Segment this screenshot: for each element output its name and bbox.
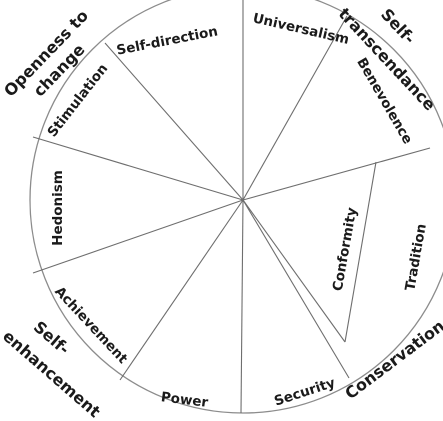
sector-dividers — [32, 0, 431, 414]
outer-circle — [29, 0, 443, 414]
divider-hedonism-stimulation — [32, 136, 244, 201]
divider-tradition-security — [242, 199, 350, 379]
divider-achievement-hedonism — [32, 199, 244, 274]
divider-power-achievement — [119, 199, 244, 381]
label-power: Power — [160, 389, 209, 411]
label-hedonism: Hedonism — [50, 170, 66, 246]
divider-security-power — [240, 199, 244, 414]
divider-benevolence-conformity — [242, 147, 431, 201]
divider-stimulation-self-direction — [104, 42, 244, 201]
divider-conformity-tradition — [344, 161, 377, 343]
divider-conformity-tradition-base — [242, 199, 346, 343]
divider-universalism-benevolence — [242, 15, 348, 201]
